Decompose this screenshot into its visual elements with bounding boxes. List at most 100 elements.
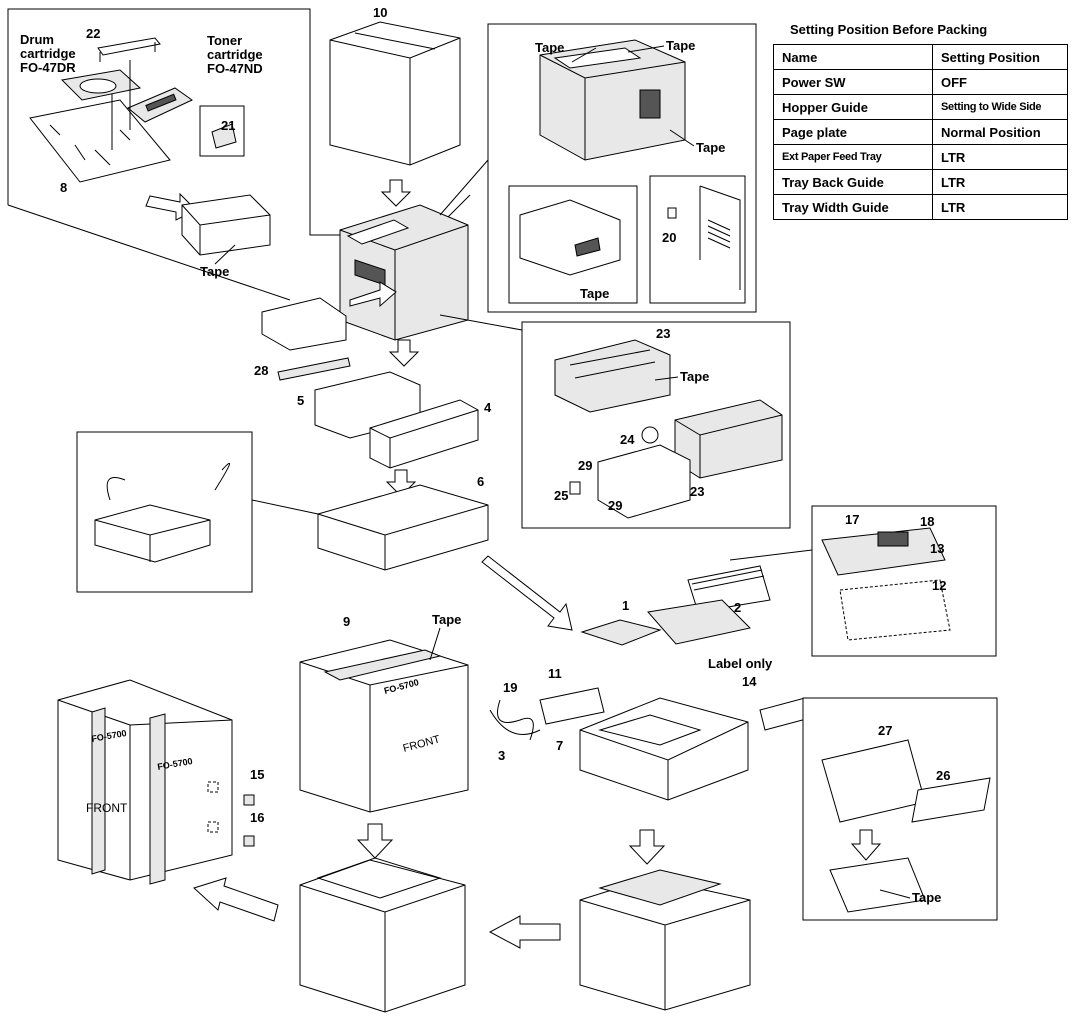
part-number-27: 27 xyxy=(878,723,892,738)
cap-part-22 xyxy=(97,37,161,56)
setting-position-table: Name Setting Position Power SW OFF Hoppe… xyxy=(773,44,1068,220)
inset-left-shape xyxy=(519,199,621,276)
bottom-center-foam xyxy=(316,857,442,899)
outer-box-9-edges xyxy=(299,661,469,812)
part-number-24: 24 xyxy=(620,432,635,447)
down-arrow xyxy=(628,829,666,865)
part-number-16: 16 xyxy=(250,810,264,825)
tape-label-4: Tape xyxy=(696,140,725,155)
documents-callout-line xyxy=(729,549,813,561)
part-number-8: 8 xyxy=(60,180,67,195)
front-text-big-box: FRONT xyxy=(86,801,128,815)
bottom-right-fax xyxy=(598,869,722,906)
paper-tray-edges xyxy=(674,414,783,478)
header-setting: Setting Position xyxy=(932,44,1068,70)
part-number-18: 18 xyxy=(920,514,934,529)
row-name: Tray Back Guide xyxy=(773,169,933,195)
drum-label-2: cartridge xyxy=(20,46,76,61)
part-number-1: 1 xyxy=(622,598,629,613)
outer-box-10-seam xyxy=(354,32,436,50)
inset-left-tape xyxy=(574,237,601,257)
part-number-23a: 23 xyxy=(656,326,670,341)
tape-callout-line xyxy=(439,159,489,216)
part-number-5: 5 xyxy=(297,393,304,408)
diagonal-arrow xyxy=(481,555,573,631)
foam-part-7-cavity xyxy=(598,714,702,746)
part-number-11: 11 xyxy=(548,666,562,681)
strap-1 xyxy=(91,707,106,875)
drum-label-3: FO-47DR xyxy=(20,60,76,75)
drum-label-1: Drum xyxy=(20,32,54,47)
row-value: LTR xyxy=(932,144,1068,170)
fax-panel xyxy=(346,219,410,245)
table-row: Tray Back Guide LTR xyxy=(773,169,1068,195)
row-name: Page plate xyxy=(773,119,933,145)
bottom-right-stack-edges xyxy=(579,899,751,1010)
bottom-center-stack xyxy=(299,859,466,1013)
tape-inset-left xyxy=(508,185,638,304)
big-box xyxy=(57,679,233,881)
toner-label-2: cartridge xyxy=(207,47,263,62)
bag-part-11 xyxy=(539,687,605,725)
part-number-2: 2 xyxy=(734,600,741,615)
label-15-spot xyxy=(207,781,219,793)
label-15 xyxy=(243,794,255,806)
fax-top-panel xyxy=(553,47,642,69)
part-number-28: 28 xyxy=(254,363,268,378)
part-number-19: 19 xyxy=(503,680,517,695)
inset-right-vent xyxy=(707,219,731,249)
table-row: Page plate Normal Position xyxy=(773,119,1068,145)
fold-tray-edges xyxy=(94,519,211,562)
table-row: Power SW OFF xyxy=(773,69,1068,95)
tray-part-8 xyxy=(29,99,171,183)
box-9-tape xyxy=(323,649,442,681)
row-name: Power SW xyxy=(773,69,933,95)
tape-label-7: Tape xyxy=(912,890,941,905)
part-number-22: 22 xyxy=(86,26,100,41)
tape-leader xyxy=(627,45,665,53)
tape-leader xyxy=(669,129,695,147)
bar-part-28 xyxy=(277,357,351,381)
tape-label-1: Tape xyxy=(200,264,229,279)
table-row: Tray Width Guide LTR xyxy=(773,194,1068,220)
part-number-3: 3 xyxy=(498,748,505,763)
tape-leader xyxy=(654,376,679,381)
outer-box-10 xyxy=(329,21,461,166)
foam-part-7 xyxy=(579,697,749,801)
part-number-13: 13 xyxy=(930,541,944,556)
fax-vent xyxy=(639,89,661,119)
toner-label-3: FO-47ND xyxy=(207,61,263,76)
fold-tray xyxy=(94,504,211,563)
left-diagonal-arrow xyxy=(193,877,279,922)
toner-label-1: Toner xyxy=(207,33,242,48)
part-number-21: 21 xyxy=(221,118,235,133)
tray-part-8-detail xyxy=(49,124,131,166)
outer-box-10-edges xyxy=(329,37,461,165)
tape-label-6: Tape xyxy=(680,369,709,384)
strap-2 xyxy=(149,713,166,885)
label-only: Label only xyxy=(708,656,773,671)
row-name: Tray Width Guide xyxy=(773,194,933,220)
down-arrow xyxy=(850,829,882,861)
part-21-shape xyxy=(211,123,237,149)
part-number-9: 9 xyxy=(343,614,350,629)
part-number-26: 26 xyxy=(936,768,950,783)
guide-parts xyxy=(597,444,691,519)
fax-top-edges xyxy=(539,54,686,160)
row-value: LTR xyxy=(932,169,1068,195)
tray-assembly-lines xyxy=(569,349,656,379)
tray-part-1 xyxy=(580,619,662,646)
table-row: Hopper Guide Setting to Wide Side xyxy=(773,94,1068,120)
label-16 xyxy=(243,835,255,847)
tape-inset-right xyxy=(649,175,746,304)
part-number-29b: 29 xyxy=(608,498,622,513)
drum-cartridge-roll xyxy=(79,78,117,94)
down-arrow xyxy=(356,823,394,859)
cord-3 xyxy=(489,709,541,735)
inset-right-shape xyxy=(699,185,741,290)
manual-stack xyxy=(687,565,771,613)
envelope-12 xyxy=(839,579,951,641)
outer-box-9 xyxy=(299,639,469,813)
sheet-18 xyxy=(877,531,909,547)
